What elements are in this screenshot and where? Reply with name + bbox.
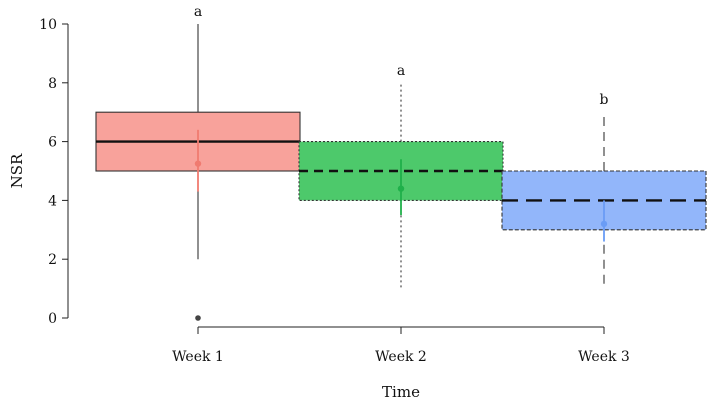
box-3: b bbox=[501, 92, 707, 289]
mean-point bbox=[397, 185, 405, 192]
significance-letter: a bbox=[194, 4, 202, 20]
y-tick-label: 4 bbox=[48, 193, 57, 209]
x-axis-label: Time bbox=[382, 383, 420, 401]
y-tick-label: 0 bbox=[48, 311, 57, 327]
box-1: a bbox=[95, 4, 301, 321]
y-tick-label: 6 bbox=[48, 135, 57, 151]
outlier-point bbox=[195, 315, 201, 321]
significance-letter: b bbox=[600, 92, 609, 108]
plot-area: a a b bbox=[95, 4, 707, 321]
mean-point bbox=[600, 220, 608, 228]
x-tick-label: Week 2 bbox=[375, 349, 427, 365]
x-tick-label: Week 3 bbox=[578, 349, 630, 365]
mean-point bbox=[194, 160, 202, 167]
y-tick-label: 2 bbox=[48, 252, 57, 268]
y-axis-label: NSR bbox=[8, 153, 26, 188]
y-axis: 0 2 4 6 8 10 bbox=[39, 17, 69, 327]
y-tick-label: 8 bbox=[48, 76, 57, 92]
x-axis: Week 1 Week 2 Week 3 bbox=[172, 326, 630, 365]
box-2: a bbox=[298, 63, 504, 289]
x-tick-label: Week 1 bbox=[172, 349, 224, 365]
significance-letter: a bbox=[397, 63, 405, 79]
y-tick-label: 10 bbox=[39, 17, 57, 33]
